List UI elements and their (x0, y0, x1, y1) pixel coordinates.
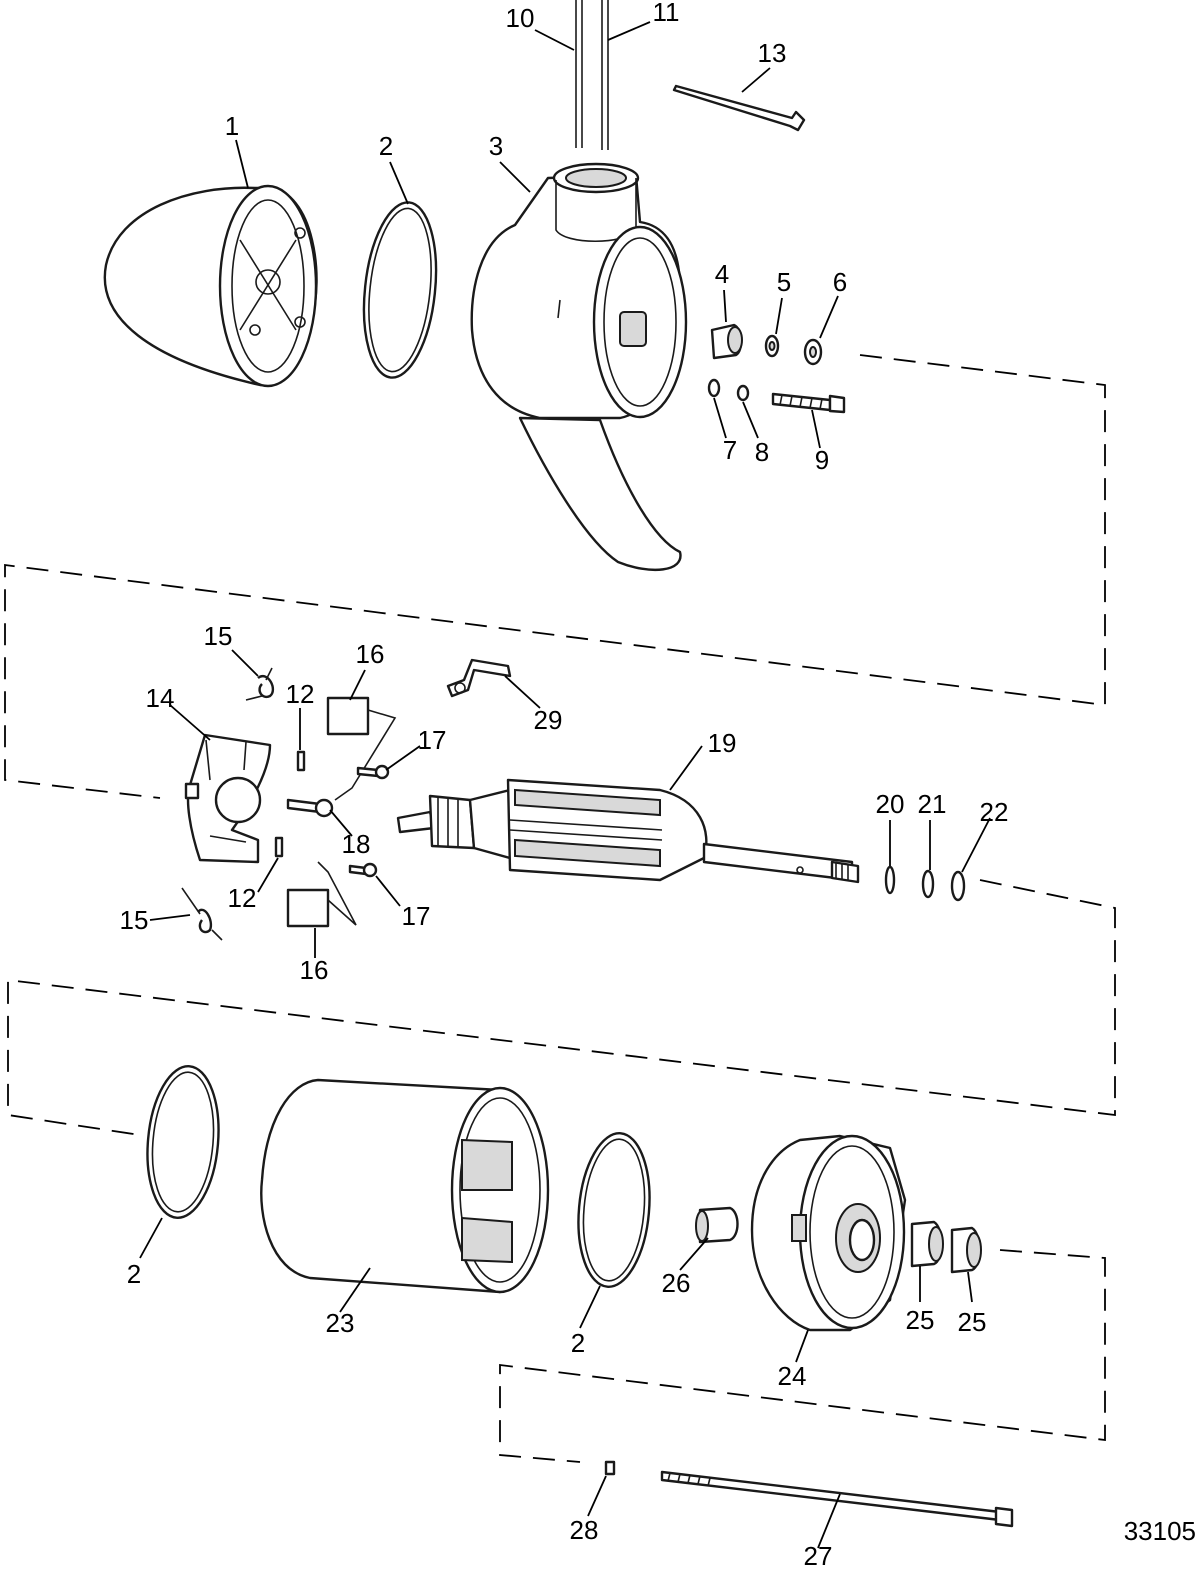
lower-unit-housing (470, 162, 688, 572)
callout-7: 7 (723, 435, 737, 465)
bearings (910, 1220, 982, 1274)
callout-22: 22 (980, 797, 1009, 827)
cable-tie (672, 84, 806, 132)
callout-15-lower: 15 (120, 905, 149, 935)
callout-2-right: 2 (571, 1328, 585, 1358)
callout-6: 6 (833, 267, 847, 297)
callout-26: 26 (662, 1268, 691, 1298)
bushing (695, 1206, 739, 1244)
pin-and-through-bolt (604, 1460, 1014, 1528)
callout-28: 28 (570, 1515, 599, 1545)
callout-23: 23 (326, 1308, 355, 1338)
callout-14: 14 (146, 683, 175, 713)
callout-24: 24 (778, 1361, 807, 1391)
callout-13: 13 (758, 38, 787, 68)
callout-2-left: 2 (127, 1259, 141, 1289)
o-ring-right (577, 1132, 651, 1288)
callout-11: 11 (653, 0, 680, 27)
callout-29: 29 (534, 705, 563, 735)
callout-27: 27 (804, 1541, 833, 1571)
callout-3: 3 (489, 131, 503, 161)
callout-8: 8 (755, 437, 769, 467)
figure-number: 33105 (1124, 1516, 1196, 1546)
callout-1: 1 (225, 111, 239, 141)
callouts: 10 11 13 1 2 3 4 5 6 7 8 9 15 16 29 14 1… (120, 0, 1196, 1571)
callout-4: 4 (715, 259, 729, 289)
motor-housing (260, 1078, 550, 1294)
nose-cone (103, 184, 318, 388)
callout-20: 20 (876, 789, 905, 819)
callout-12-lower: 12 (228, 883, 257, 913)
callout-18: 18 (342, 829, 371, 859)
o-ring-upper (362, 201, 438, 379)
assembly-guide-lines (4, 354, 1116, 1463)
callout-25-right: 25 (958, 1307, 987, 1337)
callout-2-upper: 2 (379, 131, 393, 161)
armature (396, 778, 860, 884)
callout-16-upper: 16 (356, 639, 385, 669)
brush-plate-assembly (181, 658, 512, 941)
callout-9: 9 (815, 445, 829, 475)
callout-5: 5 (777, 267, 791, 297)
callout-15-upper: 15 (204, 621, 233, 651)
callout-12-upper: 12 (286, 679, 315, 709)
callout-21: 21 (918, 789, 947, 819)
end-cap (750, 1134, 907, 1332)
callout-17-lower: 17 (402, 901, 431, 931)
callout-19: 19 (708, 728, 737, 758)
callout-16-lower: 16 (300, 955, 329, 985)
callout-25-left: 25 (906, 1305, 935, 1335)
wire-leads (575, 0, 609, 150)
leader-lines (139, 21, 991, 1549)
hardware-4-9 (707, 323, 846, 414)
callout-10: 10 (506, 3, 535, 33)
callout-17-upper: 17 (418, 725, 447, 755)
retainers-20-22 (884, 865, 966, 902)
o-ring-left (146, 1065, 220, 1219)
